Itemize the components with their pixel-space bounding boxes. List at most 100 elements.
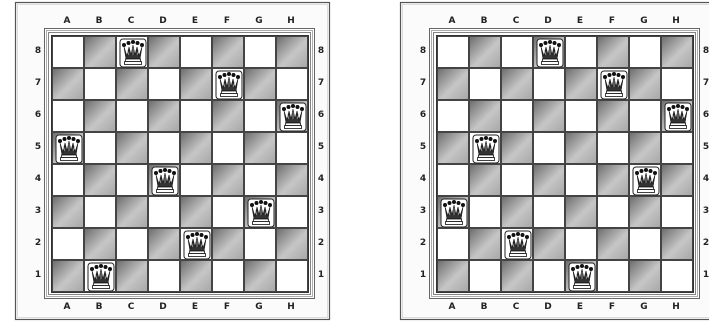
queen-icon[interactable]: [600, 70, 628, 100]
square-c5[interactable]: [501, 132, 533, 164]
square-a8[interactable]: [437, 36, 469, 68]
square-a3[interactable]: [437, 196, 469, 228]
square-a1[interactable]: [437, 260, 469, 292]
square-e1[interactable]: [180, 260, 212, 292]
square-b1[interactable]: [469, 260, 501, 292]
square-f3[interactable]: [597, 196, 629, 228]
square-d1[interactable]: [533, 260, 565, 292]
square-f7[interactable]: [212, 68, 244, 100]
square-b7[interactable]: [84, 68, 116, 100]
square-c7[interactable]: [116, 68, 148, 100]
queen-icon[interactable]: [55, 134, 83, 164]
square-b3[interactable]: [84, 196, 116, 228]
square-c7[interactable]: [501, 68, 533, 100]
square-h3[interactable]: [276, 196, 308, 228]
square-g7[interactable]: [244, 68, 276, 100]
square-c4[interactable]: [501, 164, 533, 196]
square-c2[interactable]: [501, 228, 533, 260]
square-d6[interactable]: [533, 100, 565, 132]
square-h6[interactable]: [661, 100, 693, 132]
square-h1[interactable]: [661, 260, 693, 292]
square-d8[interactable]: [148, 36, 180, 68]
square-c8[interactable]: [116, 36, 148, 68]
square-b5[interactable]: [469, 132, 501, 164]
square-e5[interactable]: [565, 132, 597, 164]
square-d3[interactable]: [533, 196, 565, 228]
square-f8[interactable]: [212, 36, 244, 68]
square-g5[interactable]: [244, 132, 276, 164]
square-b7[interactable]: [469, 68, 501, 100]
queen-icon[interactable]: [632, 166, 660, 196]
square-h5[interactable]: [661, 132, 693, 164]
square-e5[interactable]: [180, 132, 212, 164]
square-a4[interactable]: [437, 164, 469, 196]
square-e1[interactable]: [565, 260, 597, 292]
square-g1[interactable]: [629, 260, 661, 292]
square-b8[interactable]: [84, 36, 116, 68]
square-d2[interactable]: [148, 228, 180, 260]
square-e2[interactable]: [565, 228, 597, 260]
square-c1[interactable]: [501, 260, 533, 292]
square-b2[interactable]: [84, 228, 116, 260]
square-h1[interactable]: [276, 260, 308, 292]
square-h3[interactable]: [661, 196, 693, 228]
square-b4[interactable]: [84, 164, 116, 196]
square-c3[interactable]: [116, 196, 148, 228]
square-b8[interactable]: [469, 36, 501, 68]
square-g6[interactable]: [244, 100, 276, 132]
square-f1[interactable]: [212, 260, 244, 292]
square-a5[interactable]: [52, 132, 84, 164]
square-a5[interactable]: [437, 132, 469, 164]
square-h4[interactable]: [276, 164, 308, 196]
square-a8[interactable]: [52, 36, 84, 68]
square-d1[interactable]: [148, 260, 180, 292]
square-b1[interactable]: [84, 260, 116, 292]
square-b6[interactable]: [84, 100, 116, 132]
queen-icon[interactable]: [215, 70, 243, 100]
square-c2[interactable]: [116, 228, 148, 260]
square-c6[interactable]: [501, 100, 533, 132]
queen-icon[interactable]: [87, 262, 115, 292]
square-h7[interactable]: [276, 68, 308, 100]
queen-icon[interactable]: [183, 230, 211, 260]
square-a6[interactable]: [437, 100, 469, 132]
square-d5[interactable]: [148, 132, 180, 164]
square-g6[interactable]: [629, 100, 661, 132]
queen-icon[interactable]: [440, 198, 468, 228]
square-e4[interactable]: [565, 164, 597, 196]
square-d7[interactable]: [148, 68, 180, 100]
square-a3[interactable]: [52, 196, 84, 228]
square-a2[interactable]: [52, 228, 84, 260]
square-f1[interactable]: [597, 260, 629, 292]
square-f4[interactable]: [212, 164, 244, 196]
square-d6[interactable]: [148, 100, 180, 132]
queen-icon[interactable]: [568, 262, 596, 292]
square-g2[interactable]: [629, 228, 661, 260]
square-e6[interactable]: [180, 100, 212, 132]
square-f2[interactable]: [597, 228, 629, 260]
square-a2[interactable]: [437, 228, 469, 260]
square-e8[interactable]: [180, 36, 212, 68]
square-f3[interactable]: [212, 196, 244, 228]
square-e7[interactable]: [565, 68, 597, 100]
square-d2[interactable]: [533, 228, 565, 260]
queen-icon[interactable]: [247, 198, 275, 228]
queen-icon[interactable]: [664, 102, 692, 132]
square-f6[interactable]: [597, 100, 629, 132]
square-h4[interactable]: [661, 164, 693, 196]
square-h6[interactable]: [276, 100, 308, 132]
square-f5[interactable]: [212, 132, 244, 164]
square-g7[interactable]: [629, 68, 661, 100]
square-f5[interactable]: [597, 132, 629, 164]
square-d4[interactable]: [533, 164, 565, 196]
square-g5[interactable]: [629, 132, 661, 164]
square-b2[interactable]: [469, 228, 501, 260]
square-f6[interactable]: [212, 100, 244, 132]
square-d7[interactable]: [533, 68, 565, 100]
square-b6[interactable]: [469, 100, 501, 132]
square-h8[interactable]: [276, 36, 308, 68]
square-f4[interactable]: [597, 164, 629, 196]
square-d5[interactable]: [533, 132, 565, 164]
square-c6[interactable]: [116, 100, 148, 132]
square-f8[interactable]: [597, 36, 629, 68]
